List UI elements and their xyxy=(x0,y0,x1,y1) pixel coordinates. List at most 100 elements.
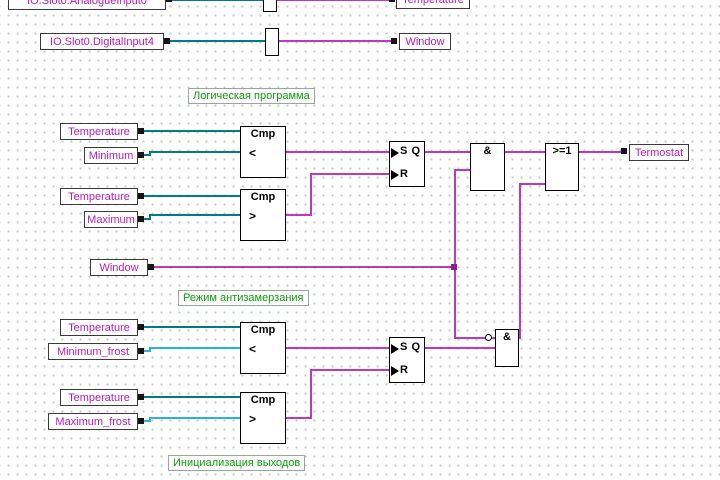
wire xyxy=(286,151,389,153)
wire xyxy=(149,417,151,422)
wire xyxy=(310,369,312,419)
connector-pin xyxy=(621,148,627,154)
wire xyxy=(310,173,312,216)
sr-block[interactable]: S Q R xyxy=(389,141,425,187)
connector-pin xyxy=(391,38,397,44)
connector-pin xyxy=(138,152,144,158)
var-box-maximum[interactable]: Maximum xyxy=(84,211,138,228)
operator-lt: < xyxy=(249,146,257,160)
wire xyxy=(277,0,389,1)
io-conversion-block[interactable] xyxy=(265,28,279,56)
negation-circle-icon xyxy=(485,334,492,341)
comment-logic-program[interactable]: Логическая программа xyxy=(188,88,315,104)
edge-trigger-icon xyxy=(391,344,399,354)
wire xyxy=(144,396,240,398)
connector-pin xyxy=(138,418,144,424)
wire xyxy=(456,337,485,339)
wire xyxy=(144,350,151,352)
var-box-digital-input[interactable]: IO.Slot0.DigitalInput4 xyxy=(40,33,164,50)
comment-antifreeze-mode[interactable]: Режим антизамерзания xyxy=(178,290,309,306)
sr-set-label: S xyxy=(400,145,408,157)
var-box-termostat[interactable]: Termostat xyxy=(629,144,689,161)
wire xyxy=(505,151,545,153)
and-label: & xyxy=(503,331,511,343)
wire xyxy=(425,347,495,349)
wire xyxy=(149,151,151,156)
wire xyxy=(456,169,470,171)
cmp-block-gt[interactable]: Cmp > xyxy=(240,392,286,444)
wire xyxy=(519,183,521,339)
io-conversion-block[interactable] xyxy=(263,0,277,12)
edge-trigger-icon xyxy=(391,170,399,180)
wire xyxy=(425,151,470,153)
var-box-minimum-frost[interactable]: Minimum_frost xyxy=(48,343,138,360)
cmp-block-lt[interactable]: Cmp < xyxy=(240,322,286,374)
var-box-temperature-out[interactable]: Temperature xyxy=(396,0,470,9)
wire xyxy=(151,151,240,153)
connector-pin xyxy=(138,394,144,400)
var-box-temperature[interactable]: Temperature xyxy=(60,319,138,336)
block-name: Cmp xyxy=(250,324,276,336)
sr-reset-label: R xyxy=(400,168,408,180)
wire xyxy=(144,326,240,328)
cmp-block-lt[interactable]: Cmp < xyxy=(240,126,286,178)
and-gate[interactable]: & xyxy=(470,143,505,191)
operator-gt: > xyxy=(249,209,257,223)
wire xyxy=(144,218,151,220)
wire xyxy=(144,154,151,156)
block-name: Cmp xyxy=(250,128,276,140)
wire xyxy=(151,214,240,216)
or-label: >=1 xyxy=(552,145,572,157)
edge-trigger-icon xyxy=(391,366,399,376)
wire xyxy=(286,417,312,419)
wire xyxy=(144,130,240,132)
wire xyxy=(310,369,389,371)
connector-pin xyxy=(166,0,172,2)
operator-lt: < xyxy=(249,342,257,356)
operator-gt: > xyxy=(249,412,257,426)
wire xyxy=(170,40,265,42)
wire xyxy=(454,169,456,339)
connector-pin xyxy=(138,324,144,330)
wire xyxy=(579,151,621,153)
wire xyxy=(286,347,389,349)
connector-pin xyxy=(389,0,395,2)
sr-q-label: Q xyxy=(411,341,420,353)
wire xyxy=(154,266,454,268)
sr-q-label: Q xyxy=(411,145,420,157)
cmp-block-gt[interactable]: Cmp > xyxy=(240,189,286,241)
wire xyxy=(279,40,391,42)
block-name: Cmp xyxy=(250,191,276,203)
var-box-maximum-frost[interactable]: Maximum_frost xyxy=(48,413,138,430)
wire xyxy=(310,173,389,175)
var-box-analogue-input[interactable]: IO.Slot0.AnalogueInput0 xyxy=(8,0,166,10)
and-gate-negated[interactable]: & xyxy=(495,329,519,367)
sr-set-label: S xyxy=(400,341,408,353)
wire xyxy=(151,417,240,419)
edge-trigger-icon xyxy=(391,148,399,158)
comment-init-outputs[interactable]: Инициализация выходов xyxy=(168,455,306,471)
block-name: Cmp xyxy=(250,394,276,406)
wire xyxy=(521,183,545,185)
var-box-temperature[interactable]: Temperature xyxy=(60,188,138,205)
and-label: & xyxy=(483,145,492,157)
var-box-minimum[interactable]: Minimum xyxy=(84,147,138,164)
wire xyxy=(144,195,240,197)
connector-pin xyxy=(138,128,144,134)
or-gate[interactable]: >=1 xyxy=(545,143,579,191)
wire xyxy=(286,214,312,216)
var-box-temperature[interactable]: Temperature xyxy=(60,123,138,140)
sr-block[interactable]: S Q R xyxy=(389,337,425,383)
wire xyxy=(149,214,151,220)
wire xyxy=(492,337,495,339)
wire-junction-dot xyxy=(451,264,457,270)
var-box-window[interactable]: Window xyxy=(90,259,148,276)
wire xyxy=(144,420,151,422)
connector-pin xyxy=(138,216,144,222)
var-box-temperature[interactable]: Temperature xyxy=(60,389,138,406)
wire xyxy=(149,347,151,352)
var-box-window-out[interactable]: Window xyxy=(399,33,451,50)
sr-reset-label: R xyxy=(400,364,408,376)
connector-pin xyxy=(138,348,144,354)
